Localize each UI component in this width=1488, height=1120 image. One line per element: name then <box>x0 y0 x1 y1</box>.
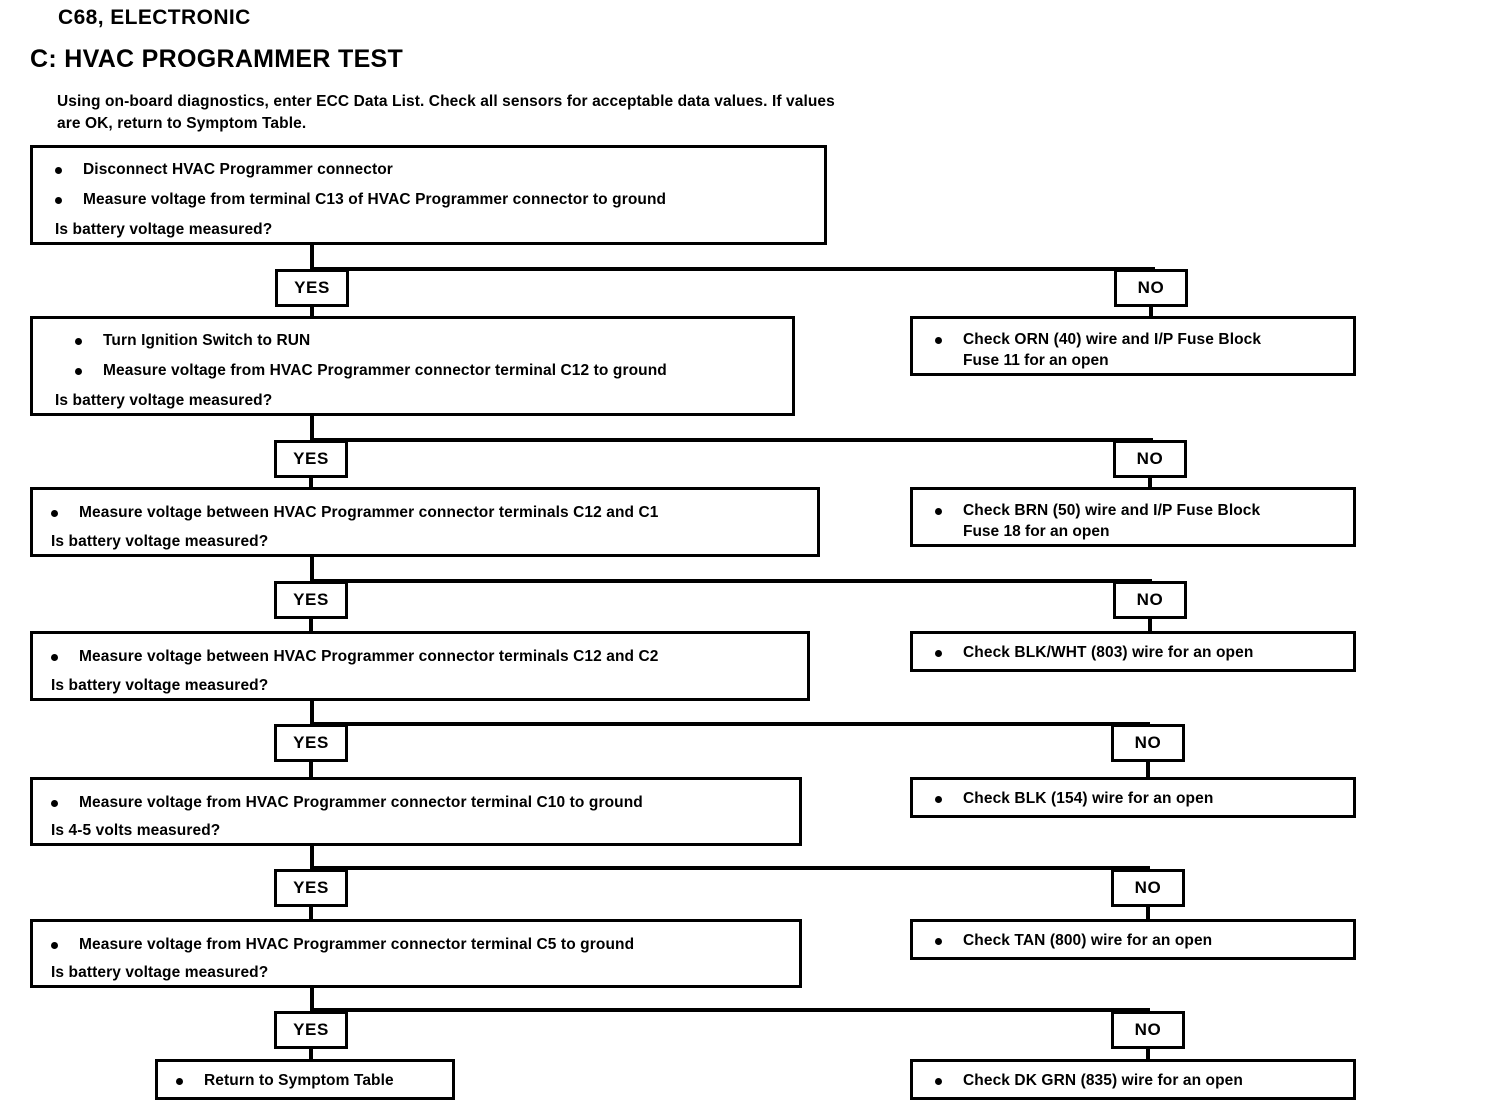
branch-label-yes-3: YES <box>274 581 348 619</box>
bullet-icon <box>51 942 58 949</box>
question-prompt: Is battery voltage measured? <box>51 964 269 981</box>
bullet-icon <box>51 654 58 661</box>
page-title: C: HVAC PROGRAMMER TEST <box>30 45 404 73</box>
bullet-icon <box>935 337 942 344</box>
bullet-icon <box>176 1078 183 1085</box>
question-prompt: Is 4-5 volts measured? <box>51 822 221 839</box>
result-text: Check BLK (154) wire for an open <box>963 790 1214 807</box>
question-box-6: Measure voltage from HVAC Programmer con… <box>30 919 802 988</box>
section-code: C68, ELECTRONIC <box>58 6 251 29</box>
branch-label-yes-4: YES <box>274 724 348 762</box>
question-bullet: Measure voltage between HVAC Programmer … <box>79 504 659 521</box>
connector-down <box>309 617 313 631</box>
question-bullet: Measure voltage between HVAC Programmer … <box>79 648 659 665</box>
question-box-3: Measure voltage between HVAC Programmer … <box>30 487 820 557</box>
result-box-no-1: Check ORN (40) wire and I/P Fuse Block F… <box>910 316 1356 376</box>
question-box-5: Measure voltage from HVAC Programmer con… <box>30 777 802 846</box>
connector-down <box>309 905 313 919</box>
bullet-icon <box>935 796 942 803</box>
connector-down <box>309 1047 313 1059</box>
branch-label-no-1: NO <box>1114 269 1188 307</box>
question-prompt: Is battery voltage measured? <box>51 533 269 550</box>
bullet-icon <box>935 938 942 945</box>
connector-down <box>310 416 314 442</box>
result-text: Return to Symptom Table <box>204 1072 394 1089</box>
result-box-no-5: Check TAN (800) wire for an open <box>910 919 1356 960</box>
branch-label-no-5: NO <box>1111 869 1185 907</box>
connector-down <box>1148 617 1152 631</box>
result-box-no-3: Check BLK/WHT (803) wire for an open <box>910 631 1356 672</box>
connector-down <box>310 701 314 727</box>
bullet-icon <box>935 650 942 657</box>
result-text: Check BRN (50) wire and I/P Fuse Block <box>963 502 1261 519</box>
result-box-no-4: Check BLK (154) wire for an open <box>910 777 1356 818</box>
connector-across <box>310 722 1150 726</box>
question-bullet: Disconnect HVAC Programmer connector <box>83 161 393 178</box>
branch-label-yes-5: YES <box>274 869 348 907</box>
question-bullet: Turn Ignition Switch to RUN <box>103 332 311 349</box>
branch-label-no-6: NO <box>1111 1011 1185 1049</box>
connector-down <box>1146 1047 1150 1059</box>
bullet-icon <box>75 368 82 375</box>
bullet-icon <box>51 510 58 517</box>
bullet-icon <box>75 338 82 345</box>
connector-down <box>1146 760 1150 777</box>
branch-label-yes-6: YES <box>274 1011 348 1049</box>
connector-down <box>310 988 314 1013</box>
bullet-icon <box>55 197 62 204</box>
question-bullet: Measure voltage from HVAC Programmer con… <box>79 936 635 953</box>
branch-label-no-4: NO <box>1111 724 1185 762</box>
connector-across <box>310 438 1153 442</box>
bullet-icon <box>935 1078 942 1085</box>
result-text: Check DK GRN (835) wire for an open <box>963 1072 1243 1089</box>
connector-down <box>310 305 314 317</box>
branch-label-yes-2: YES <box>274 440 348 478</box>
question-bullet: Measure voltage from HVAC Programmer con… <box>79 794 643 811</box>
connector-down <box>310 846 314 871</box>
connector-across <box>310 267 1155 271</box>
branch-label-no-3: NO <box>1113 581 1187 619</box>
intro-text: Using on-board diagnostics, enter ECC Da… <box>57 91 1107 135</box>
connector-down <box>1148 476 1152 488</box>
question-prompt: Is battery voltage measured? <box>55 392 273 409</box>
connector-down <box>1146 905 1150 919</box>
branch-label-no-2: NO <box>1113 440 1187 478</box>
branch-label-yes-1: YES <box>275 269 349 307</box>
question-box-4: Measure voltage between HVAC Programmer … <box>30 631 810 701</box>
connector-down <box>310 557 314 583</box>
connector-down <box>310 245 314 272</box>
question-box-2: Turn Ignition Switch to RUN Measure volt… <box>30 316 795 416</box>
connector-across <box>310 579 1152 583</box>
bullet-icon <box>55 167 62 174</box>
result-text: Check TAN (800) wire for an open <box>963 932 1213 949</box>
connector-down <box>309 760 313 777</box>
result-text-continuation: Fuse 11 for an open <box>963 352 1109 369</box>
connector-across <box>310 866 1150 870</box>
question-prompt: Is battery voltage measured? <box>55 221 273 238</box>
bullet-icon <box>51 800 58 807</box>
bullet-icon <box>935 508 942 515</box>
result-text-continuation: Fuse 18 for an open <box>963 523 1110 540</box>
intro-line-2: are OK, return to Symptom Table. <box>57 115 307 132</box>
intro-line-1: Using on-board diagnostics, enter ECC Da… <box>57 93 835 110</box>
question-box-1: Disconnect HVAC Programmer connector Mea… <box>30 145 827 245</box>
connector-across <box>310 1008 1150 1012</box>
connector-down <box>309 476 313 488</box>
question-bullet: Measure voltage from HVAC Programmer con… <box>103 362 667 379</box>
result-text: Check BLK/WHT (803) wire for an open <box>963 644 1254 661</box>
result-text: Check ORN (40) wire and I/P Fuse Block <box>963 331 1262 348</box>
connector-down <box>1149 305 1153 317</box>
result-box-yes-final: Return to Symptom Table <box>155 1059 455 1100</box>
question-prompt: Is battery voltage measured? <box>51 677 269 694</box>
question-bullet: Measure voltage from terminal C13 of HVA… <box>83 191 667 208</box>
result-box-no-final: Check DK GRN (835) wire for an open <box>910 1059 1356 1100</box>
result-box-no-2: Check BRN (50) wire and I/P Fuse Block F… <box>910 487 1356 547</box>
